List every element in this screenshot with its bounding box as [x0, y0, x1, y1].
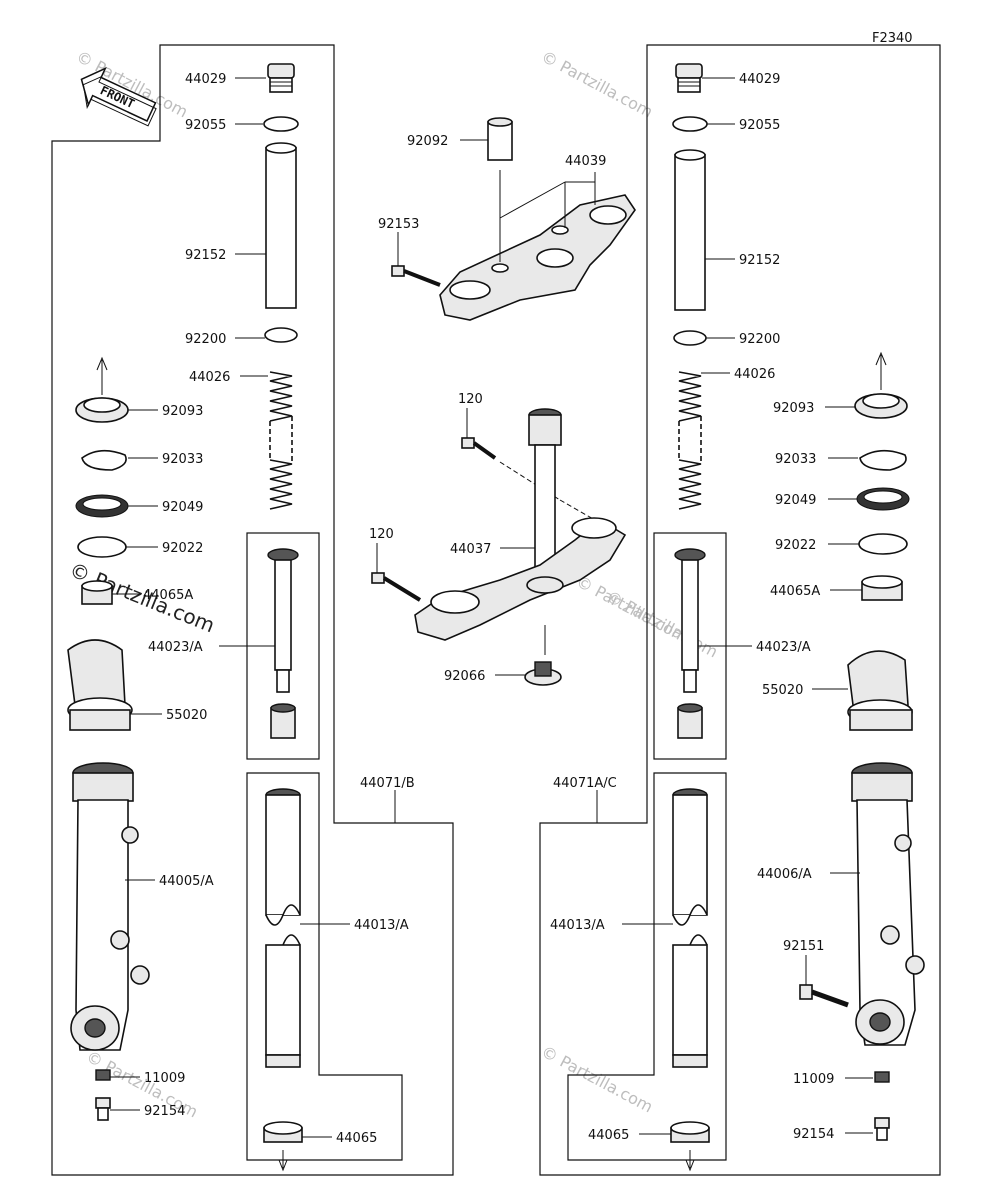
callout-11009-left: 11009 — [144, 1071, 185, 1086]
callout-92022-left: 92022 — [162, 541, 203, 556]
callout-44023A-left: 44023/A — [148, 640, 203, 655]
nut-right — [874, 1071, 890, 1083]
washer-2-left — [77, 536, 127, 558]
callout-44065-left: 44065 — [336, 1131, 377, 1146]
fork-cap-left — [267, 63, 295, 93]
callout-92093-right: 92093 — [773, 401, 814, 416]
left-inner-tube-box — [246, 772, 403, 1161]
callout-44065A-right: 44065A — [770, 584, 820, 599]
callout-44026-right: 44026 — [734, 367, 775, 382]
inner-tube-right — [672, 788, 708, 1068]
seal-cap-left — [75, 397, 129, 423]
callout-92093-left: 92093 — [162, 404, 203, 419]
washer-left — [264, 327, 298, 343]
callout-55020-right: 55020 — [762, 683, 803, 698]
callout-92154-left: 92154 — [144, 1104, 185, 1119]
callout-92152-left: 92152 — [185, 248, 226, 263]
callout-44029-right: 44029 — [739, 72, 780, 87]
outer-tube-left — [70, 762, 150, 1051]
bushing-right — [861, 575, 903, 601]
callout-44065A-left: 44065A — [143, 588, 193, 603]
callout-44071AC: 44071A/C — [553, 776, 617, 791]
callout-92055-left: 92055 — [185, 118, 226, 133]
collar — [487, 117, 513, 161]
callout-92200-left: 92200 — [185, 332, 226, 347]
left-assembly-frame — [51, 44, 454, 1176]
watermark: © Partzilla.com — [538, 1042, 656, 1117]
front-arrow-icon: FRONT — [80, 66, 157, 127]
o-ring-left — [263, 116, 299, 132]
o-ring-right — [672, 116, 708, 132]
callout-11009-right: 11009 — [793, 1072, 834, 1087]
washer-right — [673, 330, 707, 346]
cylinder-left — [267, 548, 299, 739]
callout-44071B: 44071/B — [360, 776, 415, 791]
callout-92092: 92092 — [407, 134, 448, 149]
stem-nut — [524, 661, 562, 686]
clip-right — [859, 449, 907, 471]
clip-left — [81, 449, 127, 471]
spring-right — [678, 371, 702, 510]
oil-seal-left — [75, 494, 129, 518]
axle-bolt-right — [799, 984, 849, 1008]
callout-44029-left: 44029 — [185, 72, 226, 87]
right-inner-tube-box — [567, 772, 727, 1161]
callout-120-top: 120 — [458, 392, 483, 407]
callout-92022-right: 92022 — [775, 538, 816, 553]
callout-92066: 92066 — [444, 669, 485, 684]
fork-guard-left — [67, 639, 133, 731]
watermark: © Partzilla.com — [538, 47, 656, 122]
steering-stem — [414, 408, 627, 641]
cylinder-right — [674, 548, 706, 739]
callout-92033-right: 92033 — [775, 452, 816, 467]
diagram-code: F2340 — [872, 31, 913, 46]
callout-120-bottom: 120 — [369, 527, 394, 542]
right-assembly-frame — [539, 44, 941, 1176]
spring-left — [269, 371, 293, 510]
callout-92055-right: 92055 — [739, 118, 780, 133]
callout-92151: 92151 — [783, 939, 824, 954]
upper-bracket — [439, 194, 636, 321]
callout-92033-left: 92033 — [162, 452, 203, 467]
bottom-bushing-right — [670, 1121, 710, 1143]
callout-44013A-left: 44013/A — [354, 918, 409, 933]
callout-44026-left: 44026 — [189, 370, 230, 385]
oil-seal-right — [856, 487, 910, 511]
callout-44037: 44037 — [450, 542, 491, 557]
callout-44023A-right: 44023/A — [756, 640, 811, 655]
callout-44005A: 44005/A — [159, 874, 214, 889]
nut-left — [95, 1069, 111, 1081]
callout-92153: 92153 — [378, 217, 419, 232]
watermark: © Partzilla.com — [603, 587, 721, 662]
callout-44013A-right: 44013/A — [550, 918, 605, 933]
callout-44065-right: 44065 — [588, 1128, 629, 1143]
bushing-left — [81, 580, 113, 605]
seal-cap-right — [854, 393, 908, 419]
callout-44039: 44039 — [565, 154, 606, 169]
callout-55020-left: 55020 — [166, 708, 207, 723]
callout-92154-right: 92154 — [793, 1127, 834, 1142]
stem-bolt-bottom — [371, 572, 422, 602]
callout-92152-right: 92152 — [739, 253, 780, 268]
washer-2-right — [858, 533, 908, 555]
fork-guard-right — [847, 650, 913, 731]
bolt-right — [874, 1117, 890, 1141]
callout-44006A: 44006/A — [757, 867, 812, 882]
callout-92049-left: 92049 — [162, 500, 203, 515]
stem-bolt-top — [461, 437, 497, 460]
bolt-left — [95, 1097, 111, 1121]
fork-cap-right — [675, 63, 703, 93]
bottom-bushing-left — [263, 1121, 303, 1143]
upper-bolt — [391, 265, 441, 287]
callout-92049-right: 92049 — [775, 493, 816, 508]
fork-pipe-left — [265, 142, 297, 309]
callout-92200-right: 92200 — [739, 332, 780, 347]
inner-tube-left — [265, 788, 301, 1068]
outer-tube-right — [851, 762, 925, 1046]
fork-pipe-right — [674, 149, 706, 311]
